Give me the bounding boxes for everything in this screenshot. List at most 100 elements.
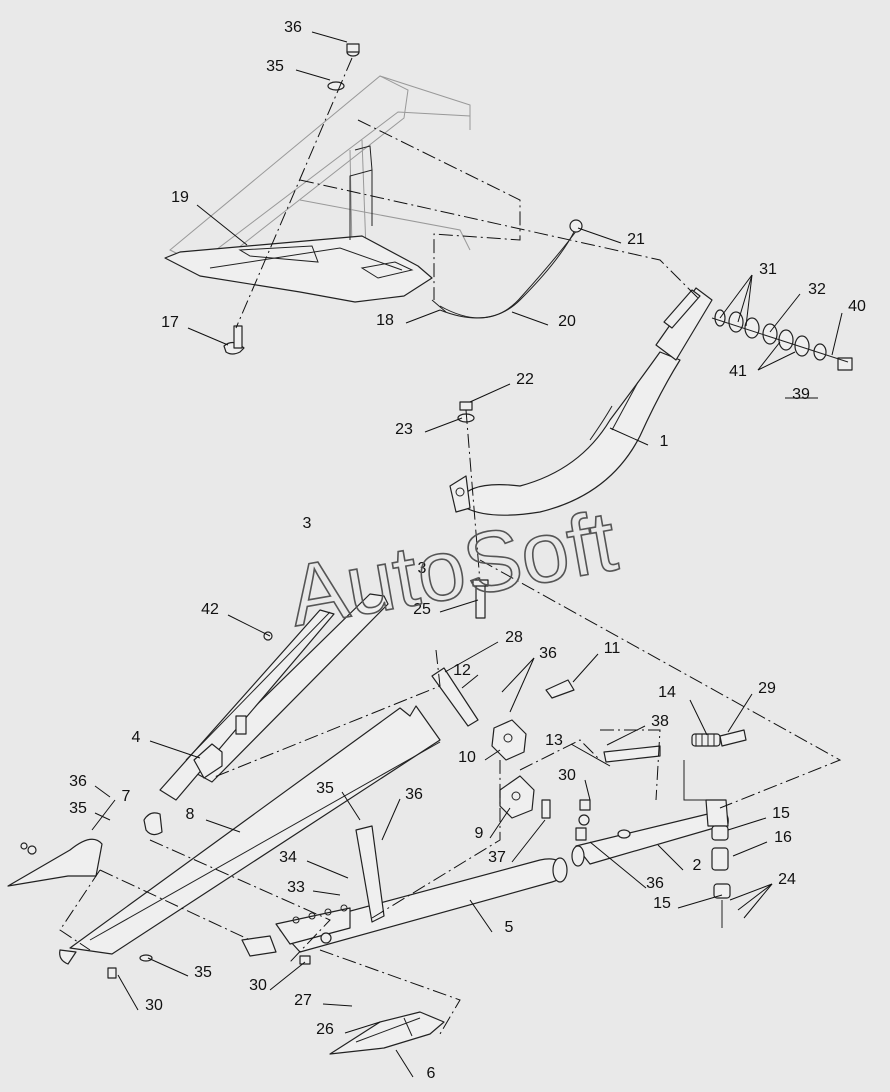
callout-number: 28 (505, 629, 523, 646)
washer-35-top (327, 81, 345, 91)
callout-number: 15 (653, 895, 671, 912)
callout-number: 35 (316, 780, 334, 797)
tube-5 (241, 825, 568, 957)
leader-line (769, 293, 801, 333)
leader-line (501, 657, 535, 693)
leader-line (729, 883, 773, 901)
chain-20 (431, 219, 583, 319)
callout-number: 3 (303, 515, 312, 532)
callout-number: 21 (627, 231, 645, 248)
leader-line (269, 961, 306, 991)
leader-line (344, 1021, 381, 1034)
watermark: AutoSoft (282, 493, 624, 645)
callout-number: 18 (376, 312, 394, 329)
end-shield-7 (7, 838, 103, 887)
callout-number: 15 (772, 805, 790, 822)
callout-number: 36 (405, 786, 423, 803)
callout-number: 19 (171, 189, 189, 206)
leader-line (439, 599, 479, 613)
callout-number: 33 (287, 879, 305, 896)
leader-line (147, 957, 189, 977)
leader-line (732, 841, 768, 857)
bracket-4 (143, 631, 273, 836)
callout-number: 3 (418, 560, 427, 577)
callout-number: 35 (69, 800, 87, 817)
leader-line (727, 693, 753, 733)
leader-line (657, 844, 684, 871)
knife-guard-6 (329, 1011, 445, 1055)
guard-plate-8 (59, 705, 441, 965)
leader-line (689, 699, 708, 736)
bushings-15-16 (711, 825, 731, 928)
leader-line (757, 341, 781, 371)
callout-number: 24 (778, 871, 796, 888)
leader-line (719, 274, 753, 319)
callout-number: 30 (558, 767, 576, 784)
leader-line (745, 274, 753, 327)
leader-line (312, 890, 341, 896)
main-arm-1 (449, 287, 713, 516)
callout-number: 38 (651, 713, 669, 730)
leader-line (91, 799, 116, 831)
callout-number: 35 (266, 58, 284, 75)
leader-line (743, 883, 773, 919)
leader-line (577, 227, 622, 244)
leader-line (511, 311, 549, 326)
leader-line (205, 819, 241, 833)
leader-line (149, 740, 201, 759)
callout-number: 39 (792, 386, 810, 403)
leader-line (311, 31, 348, 43)
callout-number: 30 (249, 977, 267, 994)
assembly-lines (59, 119, 842, 1035)
leader-line (306, 860, 349, 879)
callout-number: 36 (284, 19, 302, 36)
callout-number: 35 (194, 964, 212, 981)
callout-number: 14 (658, 684, 676, 701)
leader-line (727, 817, 767, 831)
leader-line (295, 69, 331, 81)
callout-number: 1 (660, 433, 669, 450)
nut-36-top (346, 43, 360, 57)
leader-line (584, 779, 591, 801)
leader-line (461, 674, 479, 689)
callout-number: 26 (316, 1021, 334, 1038)
callout-number: 13 (545, 732, 563, 749)
callout-number: 37 (488, 849, 506, 866)
assembly-line-bolt (235, 57, 353, 329)
callout-number: 42 (201, 601, 219, 618)
callout-number: 12 (453, 662, 471, 679)
callout-number: 34 (279, 849, 297, 866)
callout-number: 30 (145, 997, 163, 1014)
callout-number: 17 (161, 314, 179, 331)
bolts-30 (107, 799, 591, 979)
leader-line (395, 1049, 414, 1078)
callout-number: 23 (395, 421, 413, 438)
pivot-block-10 (491, 719, 527, 761)
leader-line (609, 427, 649, 446)
callout-number: 8 (186, 806, 195, 823)
callout-number: 36 (69, 773, 87, 790)
callout-number: 10 (458, 749, 476, 766)
leader-line (187, 327, 229, 346)
pivot-block-9 (499, 775, 551, 819)
leader-line (424, 417, 463, 433)
callout-number: 36 (539, 645, 557, 662)
callout-number: 22 (516, 371, 534, 388)
callout-number: 31 (759, 261, 777, 278)
carriage-bolt-17 (223, 325, 245, 355)
callout-number: 27 (294, 992, 312, 1009)
cross-tube-2 (571, 799, 729, 867)
callout-number: 4 (132, 729, 141, 746)
leader-line (469, 383, 511, 403)
leader-line (227, 614, 271, 637)
callout-number: 11 (604, 640, 621, 657)
callout-number: 6 (427, 1065, 436, 1082)
leader-line (757, 351, 796, 371)
leader-line (511, 819, 546, 863)
leader-line (94, 812, 111, 821)
leader-line (341, 791, 361, 821)
spring-14 (691, 729, 747, 747)
leader-line (606, 725, 646, 746)
callout-number: 2 (693, 857, 702, 874)
